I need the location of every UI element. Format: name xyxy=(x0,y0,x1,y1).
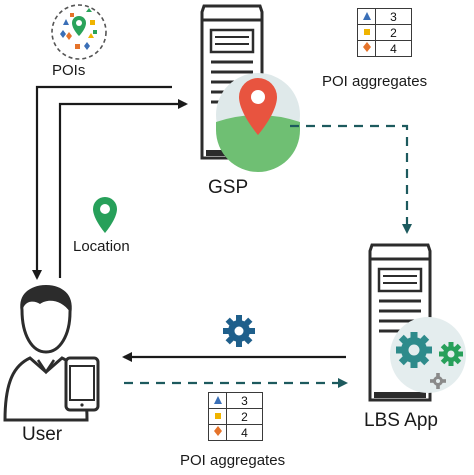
diamond-icon xyxy=(208,424,227,441)
pois-cluster-icon xyxy=(51,4,107,60)
user-label: User xyxy=(22,424,63,445)
location-pin-icon xyxy=(93,197,117,233)
poi-aggregates-bottom-label: POI aggregates xyxy=(180,452,286,469)
diamond-icon xyxy=(357,40,376,57)
triangle-icon xyxy=(357,8,376,25)
lbs-app-label: LBS App xyxy=(364,410,438,431)
poi-aggregates-bottom-table: 3 2 4 xyxy=(208,392,263,441)
location-label: Location xyxy=(73,238,130,255)
table-row: 2 xyxy=(357,24,412,41)
user-to-gsp-arrow xyxy=(58,99,188,278)
table-row: 3 xyxy=(208,392,263,409)
gears-icon xyxy=(390,317,466,393)
gsp-label: GSP xyxy=(208,177,249,198)
processing-gear-icon xyxy=(223,315,255,347)
table-row: 2 xyxy=(208,408,263,425)
poi-aggregates-top-label: POI aggregates xyxy=(322,73,428,90)
triangle-icon xyxy=(208,392,227,409)
pois-label: POIs xyxy=(52,62,86,79)
user-icon xyxy=(3,285,100,422)
count-cell: 3 xyxy=(226,392,263,409)
square-icon xyxy=(208,408,227,425)
table-row: 3 xyxy=(357,8,412,25)
poi-aggregates-top-table: 3 2 4 xyxy=(357,8,412,57)
gsp-to-user-arrow xyxy=(32,85,172,280)
count-cell: 3 xyxy=(375,8,412,25)
count-cell: 2 xyxy=(375,24,412,41)
table-row: 4 xyxy=(208,424,263,441)
count-cell: 4 xyxy=(375,40,412,57)
square-icon xyxy=(357,24,376,41)
count-cell: 4 xyxy=(226,424,263,441)
gsp-to-lbs-arrow xyxy=(290,124,412,234)
map-pin-icon xyxy=(216,73,300,172)
table-row: 4 xyxy=(357,40,412,57)
count-cell: 2 xyxy=(226,408,263,425)
